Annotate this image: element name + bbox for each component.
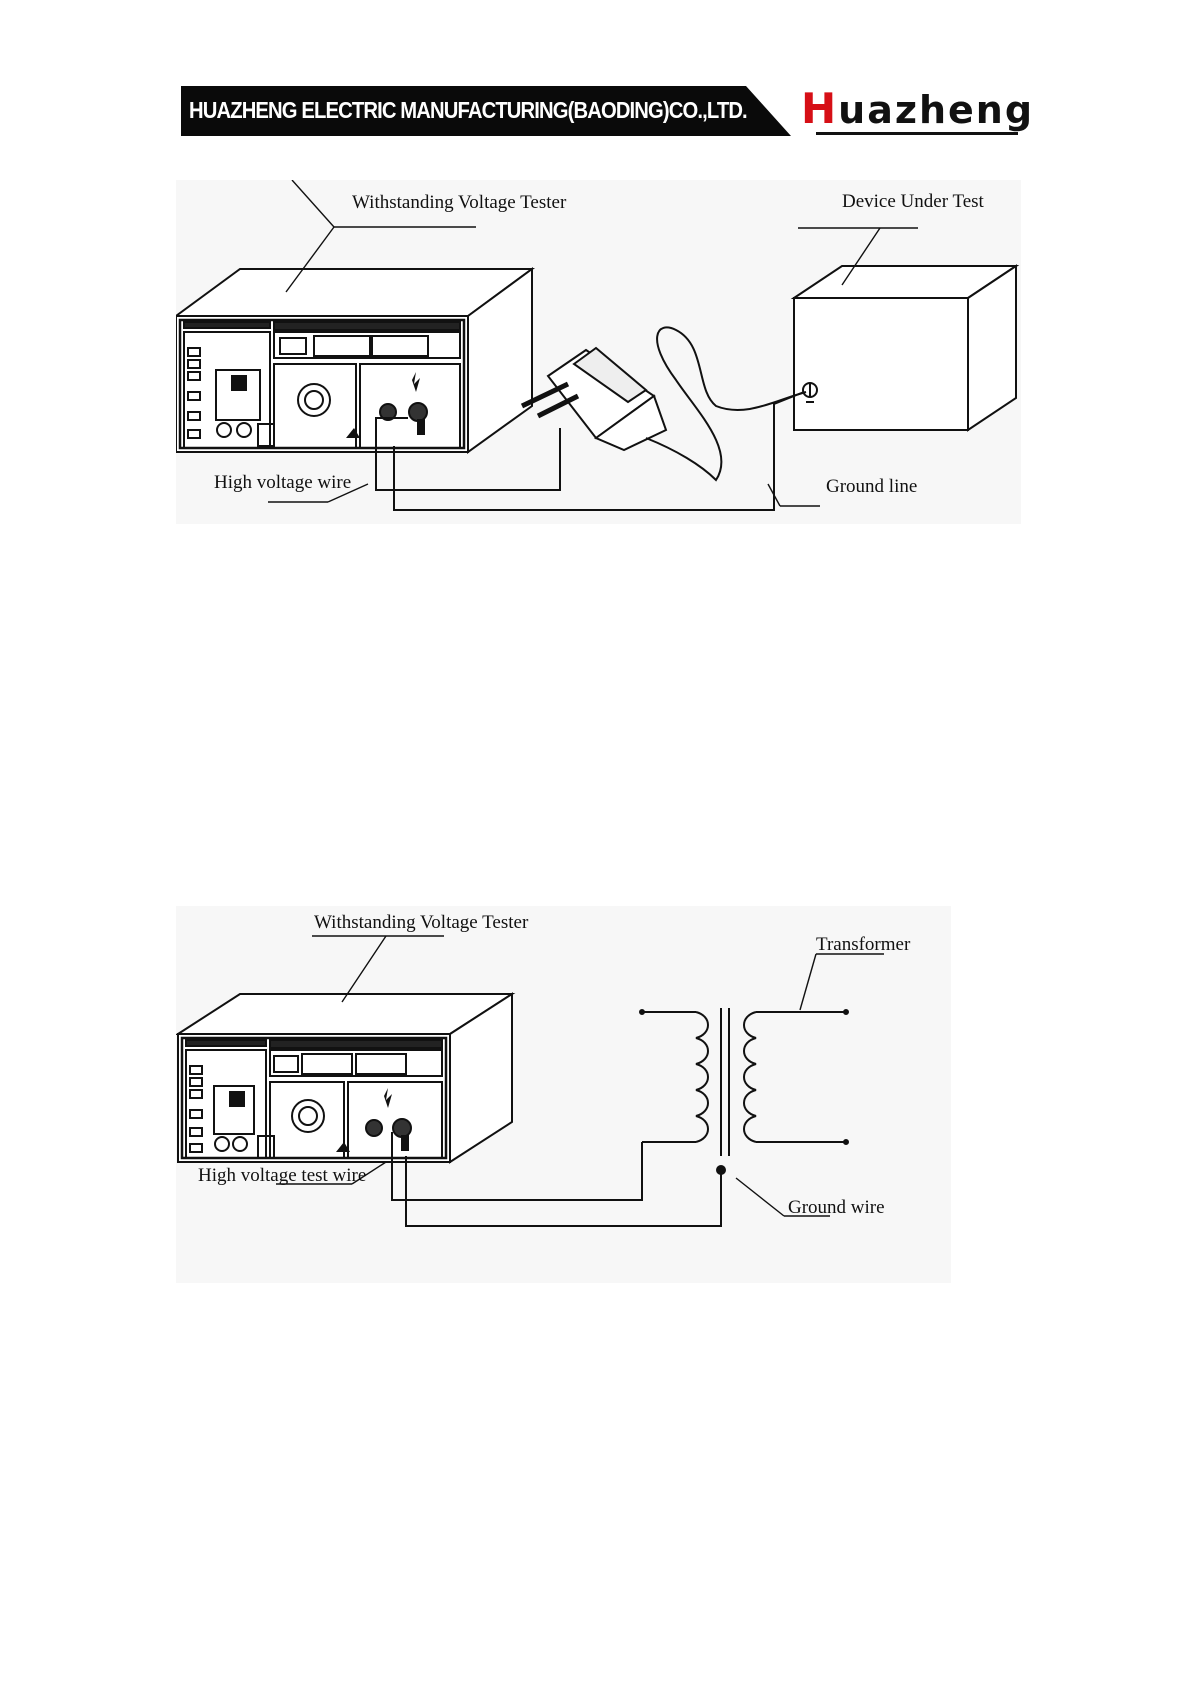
header-banner: HUAZHENG ELECTRIC MANUFACTURING(BAODING)… bbox=[181, 86, 1018, 136]
ground-label-1: Ground line bbox=[826, 476, 917, 498]
brand-underline bbox=[816, 132, 1018, 135]
hv-wire-label-2: High voltage test wire bbox=[198, 1165, 366, 1187]
brand-logo: Huazheng bbox=[796, 86, 1018, 136]
tester-unit-2 bbox=[178, 994, 512, 1162]
brand-initial: H bbox=[801, 84, 838, 133]
dut-label: Device Under Test bbox=[842, 191, 984, 213]
transformer bbox=[640, 1008, 848, 1174]
transformer-label: Transformer bbox=[816, 934, 910, 956]
brand-rest: uazheng bbox=[838, 88, 1034, 132]
tester-unit-1 bbox=[176, 269, 532, 452]
diagram-transformer-test-drawing bbox=[176, 906, 951, 1283]
ground-coil bbox=[646, 327, 806, 480]
banner-background: HUAZHENG ELECTRIC MANUFACTURING(BAODING)… bbox=[181, 86, 791, 136]
device-under-test-box bbox=[794, 266, 1016, 430]
company-name: HUAZHENG ELECTRIC MANUFACTURING(BAODING)… bbox=[189, 97, 747, 124]
hv-wire-label-1: High voltage wire bbox=[214, 472, 351, 494]
brand-wordmark: Huazheng bbox=[801, 84, 1034, 133]
ground-wire-2 bbox=[406, 1156, 721, 1226]
tester-label-2: Withstanding Voltage Tester bbox=[314, 912, 528, 934]
ground-label-2: Ground wire bbox=[788, 1197, 885, 1219]
power-plug bbox=[522, 348, 666, 460]
tester-label-1: Withstanding Voltage Tester bbox=[352, 192, 566, 214]
diagram-device-test: Withstanding Voltage Tester Device Under… bbox=[176, 180, 1021, 524]
diagram-transformer-test: Withstanding Voltage Tester Transformer … bbox=[176, 906, 951, 1283]
